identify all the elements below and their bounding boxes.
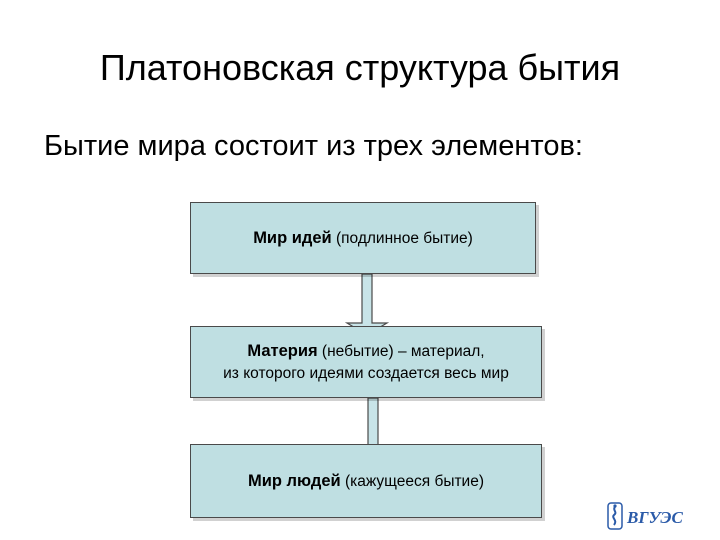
slide-title: Платоновская структура бытия — [99, 47, 621, 88]
box-world-of-ideas-rest: (подлинное бытие) — [331, 229, 473, 247]
box-world-of-ideas-bold: Мир идей — [253, 228, 332, 247]
box-matter-line1: Материя (небытие) – материал, — [247, 340, 484, 363]
box-world-of-people-bold: Мир людей — [247, 471, 341, 490]
box-world-of-people-text: Мир людей (кажущееся бытие) — [248, 470, 484, 493]
box-world-of-people: Мир людей (кажущееся бытие) — [190, 444, 542, 518]
box-matter-line2: из которого идеями создается весь мир — [223, 364, 509, 382]
box-world-of-ideas-text: Мир идей (подлинное бытие) — [253, 227, 473, 250]
box-matter-rest: (небытие) – материал, — [317, 342, 485, 360]
box-matter-bold: Материя — [247, 341, 318, 360]
box-world-of-people-rest: (кажущееся бытие) — [340, 472, 485, 490]
logo-emblem-figure — [612, 506, 617, 526]
logo-text: ВГУЭС — [626, 508, 684, 527]
box-world-of-ideas: Мир идей (подлинное бытие) — [190, 202, 536, 274]
box-matter: Материя (небытие) – материал, из которог… — [190, 326, 542, 398]
slide-subtitle: Бытие мира состоит из трех элементов: — [44, 130, 583, 162]
vgues-logo: ВГУЭС — [607, 502, 684, 530]
logo-emblem-frame — [607, 502, 623, 530]
logo-emblem-dot — [613, 504, 617, 508]
